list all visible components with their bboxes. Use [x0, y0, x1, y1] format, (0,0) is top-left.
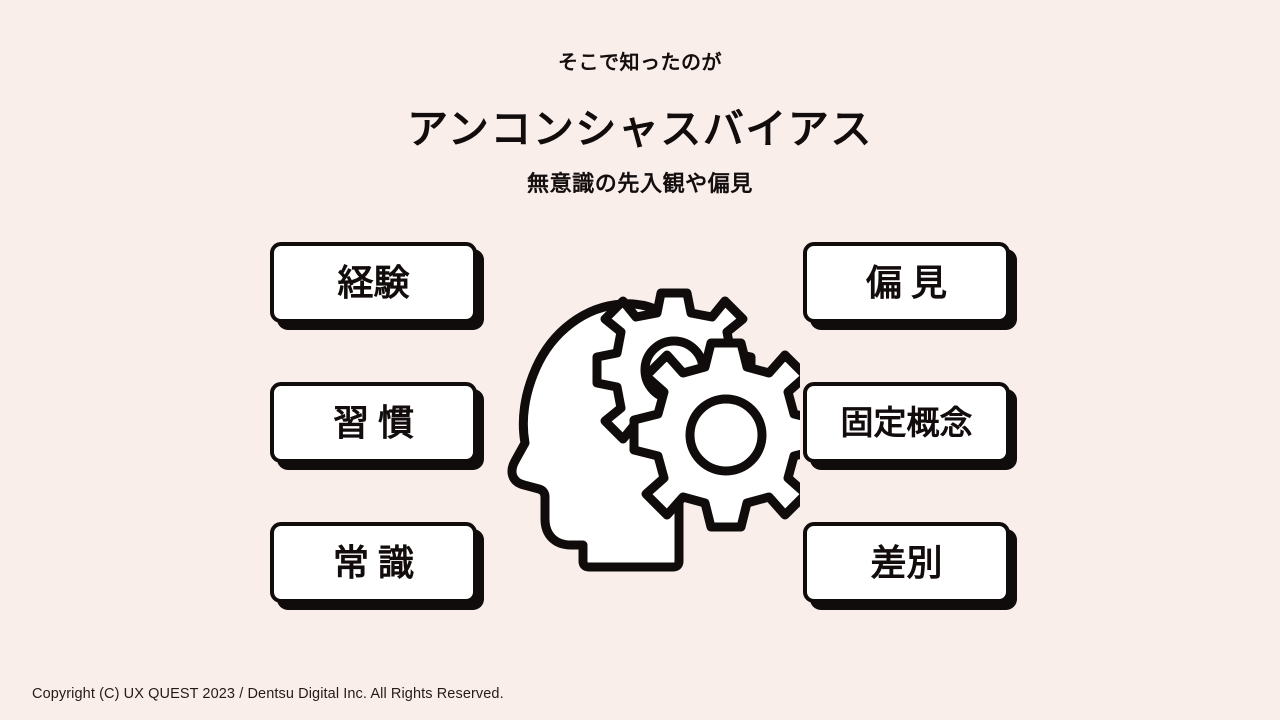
eyebrow-text: そこで知ったのが — [558, 52, 722, 74]
head-with-gears-illustration — [505, 275, 800, 575]
page-title: アンコンシャスバイアス — [407, 106, 873, 152]
heading-block: そこで知ったのが アンコンシャスバイアス 無意識の先入観や偏見 — [0, 50, 1280, 199]
gear-large-hub — [685, 394, 767, 476]
copyright-footer: Copyright (C) UX QUEST 2023 / Dentsu Dig… — [32, 686, 504, 702]
keyword-card-label: 習慣 — [332, 401, 423, 443]
subtitle-text: 無意識の先入観や偏見 — [526, 171, 753, 197]
keyword-card-fixed-concept[interactable]: 固定概念 — [803, 382, 1010, 463]
keyword-card-label: 偏見 — [865, 261, 956, 303]
head-with-gears-svg — [507, 288, 800, 572]
keyword-card-label: 常識 — [332, 541, 423, 583]
keyword-card-discrimination[interactable]: 差別 — [803, 522, 1010, 603]
keyword-card-label: 固定概念 — [840, 404, 973, 441]
keyword-card-common-sense[interactable]: 常識 — [270, 522, 477, 603]
keyword-card-label: 経験 — [337, 261, 410, 303]
keyword-card-experience[interactable]: 経験 — [270, 242, 477, 323]
keyword-card-prejudice[interactable]: 偏見 — [803, 242, 1010, 323]
keyword-card-label: 差別 — [870, 541, 943, 583]
keyword-card-habit[interactable]: 習慣 — [270, 382, 477, 463]
